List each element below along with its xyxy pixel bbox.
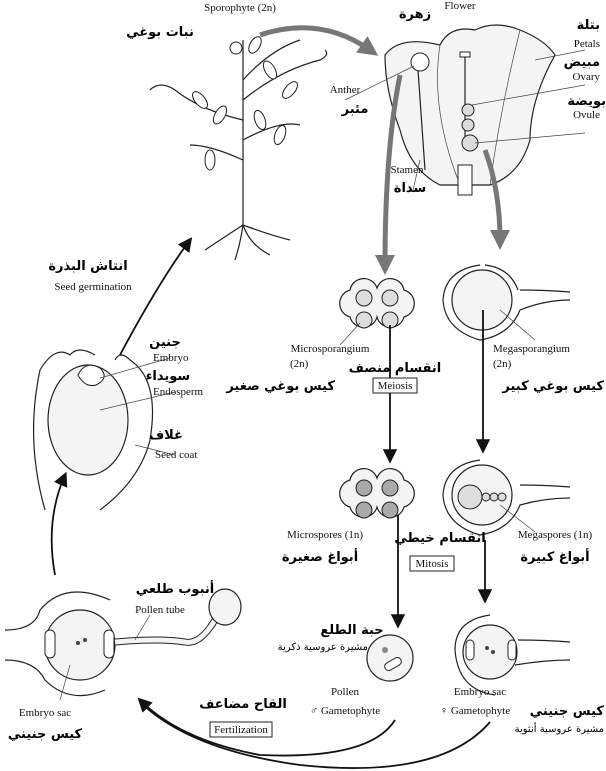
female-gametophyte-label: ♀ Gametophyte <box>440 705 510 717</box>
embryo-label: Embryo <box>153 352 189 364</box>
seed-coat-label-ar: غلاف <box>149 428 183 443</box>
pollen-sublabel-ar: مشيرة عروسية ذكرية <box>278 642 368 653</box>
anther-label-ar: مئبر <box>341 102 369 117</box>
meiosis-box <box>372 377 418 394</box>
anther-label: Anther <box>330 84 361 96</box>
megaspores-illustration <box>442 459 571 536</box>
ovule-label: Ovule <box>573 109 600 121</box>
ovary-label-ar: مبيض <box>564 55 600 70</box>
ovule-to-megasporangium-arrow <box>482 149 510 250</box>
flower-illustration <box>344 24 586 196</box>
embryo-sac-label: Embryo sac <box>454 686 506 698</box>
megasporangium-illustration <box>442 264 571 341</box>
stamen-label-ar: سداة <box>394 181 426 196</box>
germination-arrow <box>119 237 193 356</box>
megaspores-label: Megaspores (1n) <box>518 529 593 541</box>
left-embryo-sac-label-ar: كيس جنيني <box>8 727 83 742</box>
sporophyte-label: Sporophyte (2n) <box>204 2 276 14</box>
fertilization-arrow-pollen <box>137 697 396 757</box>
megaspores-label-ar: أبواغ كبيرة <box>520 548 589 565</box>
germination-label: Seed germination <box>54 281 132 293</box>
pollen-label: Pollen <box>331 686 360 698</box>
megasporangium-ploidy: (2n) <box>493 358 512 370</box>
microsporangium-illustration <box>339 277 415 346</box>
megasporangium-label-ar: كيس بوغي كبير <box>501 379 604 394</box>
male-gametophyte-label: ♂ Gametophyte <box>310 705 380 717</box>
microspores-label: Microspores (1n) <box>287 529 363 541</box>
microsporangium-label: Microsporangium <box>291 343 370 355</box>
anther-to-microsporangium-arrow <box>375 74 403 275</box>
embryo-to-seed-arrow <box>50 471 68 576</box>
pollen-tube-label-ar: أنبوب طلعي <box>136 580 214 597</box>
microspores-illustration <box>339 467 415 519</box>
seed-illustration <box>32 349 176 511</box>
mitosis-box <box>409 555 455 572</box>
pollen-label-ar: حبة الطلع <box>320 623 383 638</box>
pollen-tube-label: Pollen tube <box>135 604 185 616</box>
megasporangium-label: Megasporangium <box>493 343 570 355</box>
petals-label-ar: بتلة <box>577 18 600 33</box>
fertilized-embryo-sac-illustration <box>4 588 242 701</box>
meiosis-label-ar: انقسام منصف <box>349 361 442 376</box>
stamen-label: Stamen <box>391 164 424 176</box>
microsporangium-label-ar: كيس بوغي صغير <box>225 379 335 394</box>
petals-label: Petals <box>574 38 600 50</box>
sporophyte-plant-illustration <box>149 36 328 261</box>
mitosis-label-ar: انقسام خيطي <box>394 531 485 546</box>
fertilization-arrow-egg <box>139 701 491 769</box>
microspores-label-ar: أبواغ صغيرة <box>282 548 358 565</box>
plant-to-flower-arrow <box>259 25 379 56</box>
female-gametophyte-sublabel-ar: مشيرة عروسية أنثوية <box>515 722 604 735</box>
endosperm-label: Endosperm <box>153 386 204 398</box>
embryo-sac-label-ar: كيس جنيني <box>530 704 605 719</box>
pollen-grain-illustration <box>366 634 414 682</box>
endosperm-label-ar: سويداء <box>146 369 190 384</box>
flower-label-ar: زهرة <box>399 7 431 22</box>
left-embryo-sac-label: Embryo sac <box>19 707 71 719</box>
mitosis-label: Mitosis <box>415 558 448 570</box>
fertilization-box <box>209 721 273 738</box>
sporophyte-label-ar: نبات بوغي <box>126 25 194 40</box>
germination-label-ar: انتاش البذرة <box>48 259 127 274</box>
meiosis-label: Meiosis <box>378 380 413 392</box>
microsporangium-ploidy: (2n) <box>290 358 309 370</box>
ovule-label-ar: بويضة <box>567 94 606 109</box>
ovary-label: Ovary <box>573 71 601 83</box>
embryo-label-ar: جنين <box>149 335 181 350</box>
seed-coat-label: Seed coat <box>155 449 197 461</box>
flower-label: Flower <box>444 0 476 12</box>
female-embryo-sac-illustration <box>454 614 571 696</box>
fertilization-label: Fertilization <box>214 724 268 736</box>
fertilization-label-ar: القاح مضاعف <box>199 697 287 712</box>
